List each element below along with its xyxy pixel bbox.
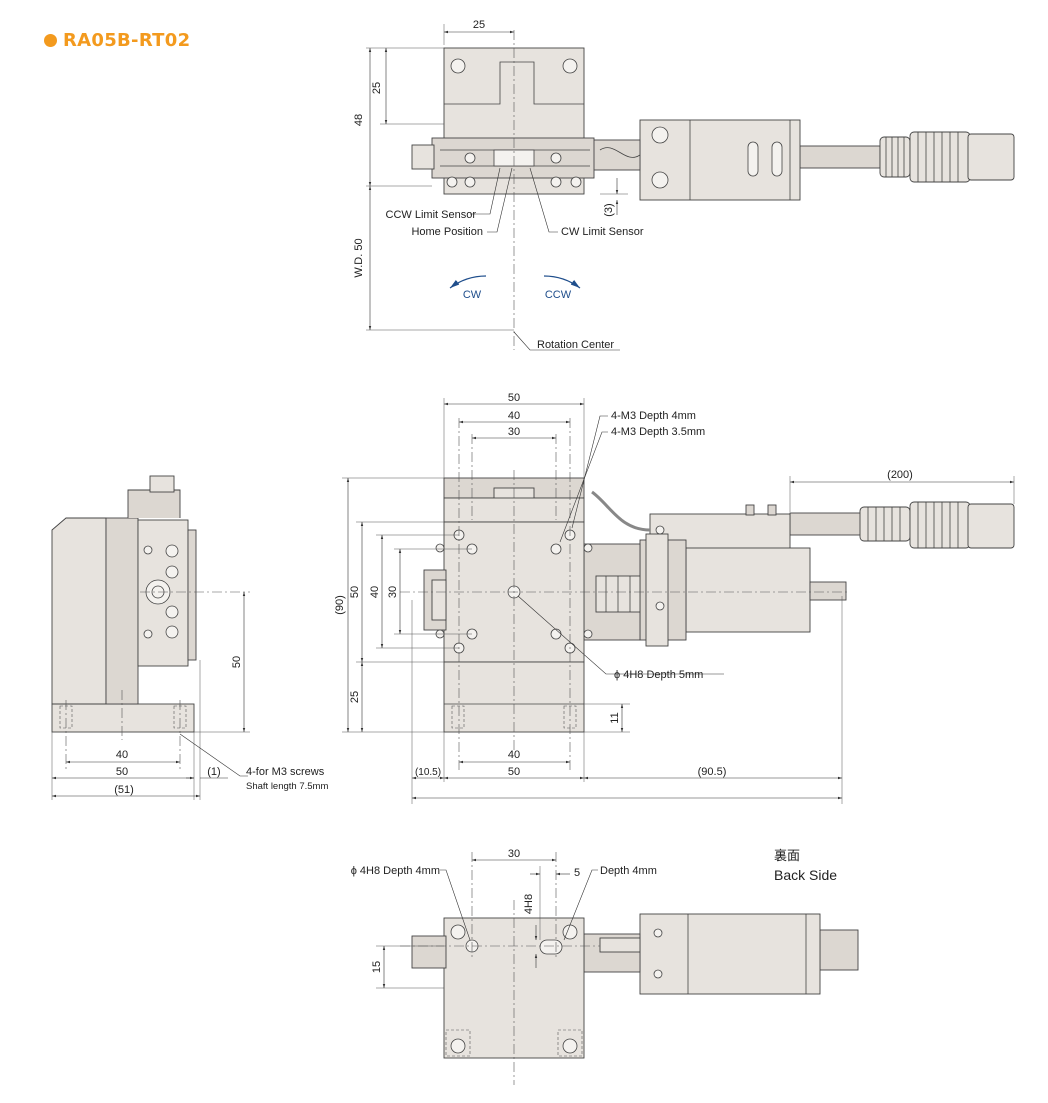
dim-back-30: 30 <box>508 848 520 860</box>
label-m3-depth-3-5: 4-M3 Depth 3.5mm <box>611 426 705 438</box>
label-4h8: 4H8 <box>523 894 535 914</box>
front-motor <box>685 547 811 633</box>
label-depth-4mm: Depth 4mm <box>600 865 657 877</box>
dim-working-distance: W.D. 50 <box>353 238 365 277</box>
dim-front-11: 11 <box>609 712 621 723</box>
dim-front-40-top: 40 <box>508 410 520 422</box>
back-motor <box>639 913 821 995</box>
label-phi-4h8-depth-4: ϕ 4H8 Depth 4mm <box>351 865 440 877</box>
back-view: 裏面 Back Side 30 5 ϕ 4H8 Depth 4mm <box>351 848 859 1085</box>
title-bullet-icon <box>44 34 57 47</box>
top-connector-grip <box>879 136 911 178</box>
label-m3-depth-4: 4-M3 Depth 4mm <box>611 410 696 422</box>
label-back-side-jp: 裏面 <box>774 849 800 864</box>
label-cw: CW <box>463 289 482 301</box>
side-bracket <box>51 517 107 705</box>
dim-front-40-vertical: 40 <box>369 586 381 598</box>
dim-top-25-vertical: 25 <box>371 82 383 94</box>
dim-top-25: 25 <box>473 19 485 31</box>
dim-front-90-5: (90.5) <box>698 766 727 778</box>
label-ccw-limit-sensor: CCW Limit Sensor <box>386 209 477 221</box>
dim-back-15: 15 <box>371 961 383 973</box>
drawing-title: RA05B-RT02 <box>44 30 190 51</box>
label-shaft-length: Shaft length 7.5mm <box>246 781 328 792</box>
top-view: 25 25 48 W.D. 50 (3) CCW Limit Sensor Ho… <box>353 19 1015 351</box>
dim-front-50-bottom: 50 <box>508 766 520 778</box>
top-connector-head <box>967 133 1015 181</box>
dim-top-3: (3) <box>603 203 615 216</box>
dim-top-48: 48 <box>353 114 365 126</box>
dim-side-40: 40 <box>116 749 128 761</box>
label-home-position: Home Position <box>411 226 483 238</box>
label-phi-4h8-depth-5: ϕ 4H8 Depth 5mm <box>614 669 703 681</box>
dim-side-50: 50 <box>116 766 128 778</box>
model-name: RA05B-RT02 <box>63 30 191 51</box>
dim-front-10-5: (10.5) <box>415 767 441 778</box>
dim-front-50-top: 50 <box>508 392 520 404</box>
label-screws: 4-for M3 screws <box>246 766 325 778</box>
dim-front-90: (90) <box>334 595 346 615</box>
front-connector-head <box>967 503 1015 549</box>
label-rotation-center: Rotation Center <box>537 339 614 351</box>
dim-side-50-vertical: 50 <box>231 656 243 668</box>
label-ccw: CCW <box>545 289 572 301</box>
side-base <box>51 703 195 733</box>
dim-side-1: (1) <box>207 766 220 778</box>
dim-front-50-vertical: 50 <box>349 586 361 598</box>
dim-back-5: 5 <box>574 867 580 879</box>
side-view: 50 40 50 (51) (1) 4-for M3 screws Shaft … <box>51 475 328 800</box>
dim-front-25-vertical: 25 <box>349 691 361 703</box>
dim-cable-200: (200) <box>887 469 913 481</box>
ccw-arrow-icon <box>543 275 581 289</box>
label-cw-limit-sensor: CW Limit Sensor <box>561 226 644 238</box>
cw-arrow-icon <box>449 275 487 289</box>
dim-front-40-bottom: 40 <box>508 749 520 761</box>
top-cable <box>799 145 881 169</box>
dim-front-30-top: 30 <box>508 426 520 438</box>
top-connector-body <box>909 131 971 183</box>
dim-front-30-vertical: 30 <box>387 586 399 598</box>
front-view: 50 40 30 4-M3 Depth 4mm 4-M3 Depth 3.5mm… <box>334 392 1015 804</box>
dim-side-51: (51) <box>114 784 134 796</box>
label-back-side: Back Side <box>774 867 837 883</box>
front-connector-body <box>909 501 971 549</box>
